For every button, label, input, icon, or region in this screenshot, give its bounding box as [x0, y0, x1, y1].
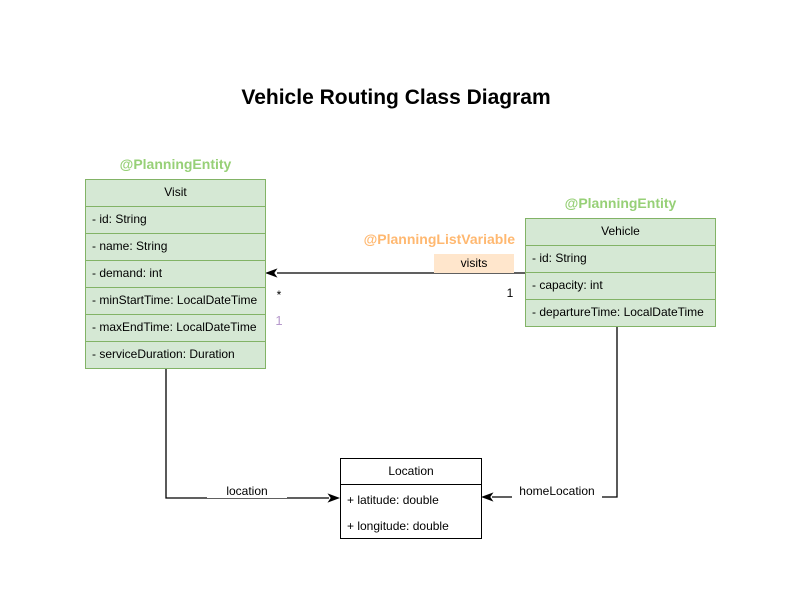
home-location-arrowhead [481, 492, 494, 502]
location-edge [165, 360, 329, 499]
class-box-vehicle: Vehicle - id: String - capacity: int - d… [525, 218, 716, 327]
attribute-row: - maxEndTime: LocalDateTime [86, 315, 265, 342]
multiplicity-visits-one: 1 [506, 286, 514, 300]
annotation-vehicle-planning-entity: @PlanningEntity [564, 195, 677, 211]
location-arrowhead [327, 493, 340, 503]
edge-label-location: location [207, 484, 287, 498]
annotation-planning-list-variable: @PlanningListVariable [363, 231, 515, 247]
attribute-row: - minStartTime: LocalDateTime [86, 288, 265, 315]
attribute-row: - demand: int [86, 261, 265, 288]
annotation-visit-planning-entity: @PlanningEntity [119, 156, 232, 172]
class-name-visit: Visit [86, 180, 265, 207]
home-location-edge [492, 323, 618, 498]
class-box-visit: Visit - id: String - name: String - dema… [85, 179, 266, 369]
class-name-location: Location [341, 459, 481, 485]
attribute-row: - departureTime: LocalDateTime [532, 305, 704, 319]
page-title: Vehicle Routing Class Diagram [241, 86, 551, 109]
attribute-row: + latitude: double [347, 493, 439, 507]
multiplicity-visits-one-secondary: 1 [275, 313, 283, 328]
edge-label-home-location: homeLocation [512, 484, 602, 498]
attribute-row: - id: String [86, 207, 265, 234]
multiplicity-visits-star: * [276, 288, 282, 302]
edge-label-visits: visits [434, 254, 514, 273]
attribute-row: - id: String [526, 246, 715, 273]
attribute-row: - name: String [86, 234, 265, 261]
visits-arrowhead [265, 268, 278, 278]
class-box-location: Location + latitude: double + longitude:… [340, 458, 482, 539]
attribute-row: - serviceDuration: Duration [92, 347, 235, 361]
class-name-vehicle: Vehicle [526, 219, 715, 246]
attribute-row: - capacity: int [526, 273, 715, 300]
attribute-row: + longitude: double [347, 519, 449, 533]
